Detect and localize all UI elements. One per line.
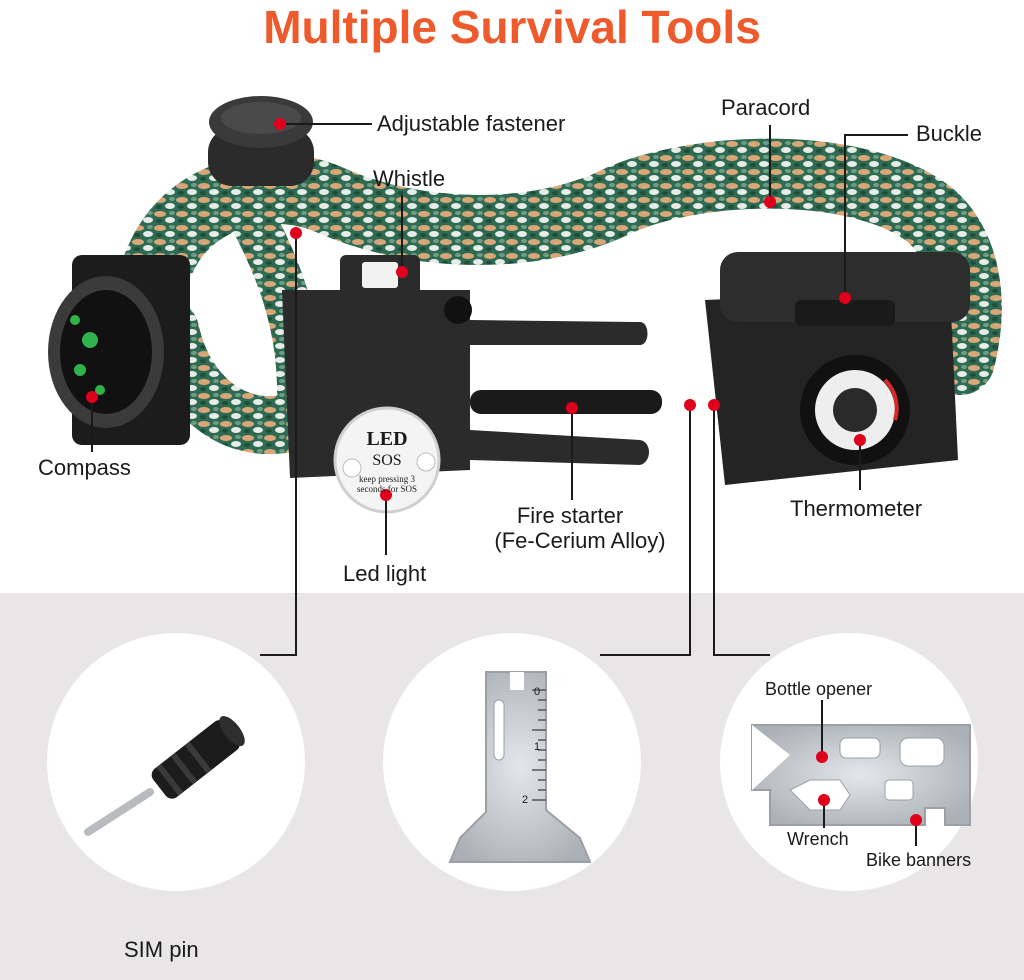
- led-badge-note-2: seconds for SOS: [357, 484, 417, 494]
- led-badge-middle: SOS: [372, 452, 402, 469]
- ruler-mark-2: 2: [522, 794, 529, 806]
- callout-dots: [86, 118, 866, 501]
- multitool-card-illustration: [751, 724, 971, 826]
- label-compass: Compass: [38, 455, 131, 480]
- label-fire-starter: Fire starter: [516, 503, 624, 528]
- label-bike-banners: Bike banners: [866, 850, 972, 870]
- label-led-light: Led light: [343, 561, 427, 586]
- label-wrench: Wrench: [787, 829, 849, 849]
- ruler-mark-1: 1: [534, 741, 541, 753]
- label-thermometer: Thermometer: [790, 496, 923, 521]
- label-bottle-opener: Bottle opener: [765, 679, 873, 699]
- sim-pin-illustration: [84, 716, 245, 836]
- label-whistle: Whistle: [373, 166, 446, 191]
- label-sim-pin: SIM pin: [124, 937, 199, 962]
- leader-lines: [91, 123, 908, 656]
- label-adjustable-fastener: Adjustable fastener: [377, 111, 566, 136]
- buckle-thermometer-module: [705, 252, 970, 485]
- led-badge-top: LED: [366, 428, 408, 450]
- ruler-mark-0: 0: [534, 686, 541, 698]
- ruler-card-illustration: [448, 671, 592, 863]
- label-buckle: Buckle: [916, 121, 983, 146]
- led-disc: [333, 406, 441, 514]
- label-paracord: Paracord: [721, 95, 811, 120]
- label-fire-starter-alloy: (Fe-Cerium Alloy): [494, 528, 666, 553]
- page-title: Multiple Survival Tools: [263, 1, 761, 53]
- led-badge-note-1: keep pressing 3: [359, 474, 415, 484]
- compass-module: [48, 255, 190, 445]
